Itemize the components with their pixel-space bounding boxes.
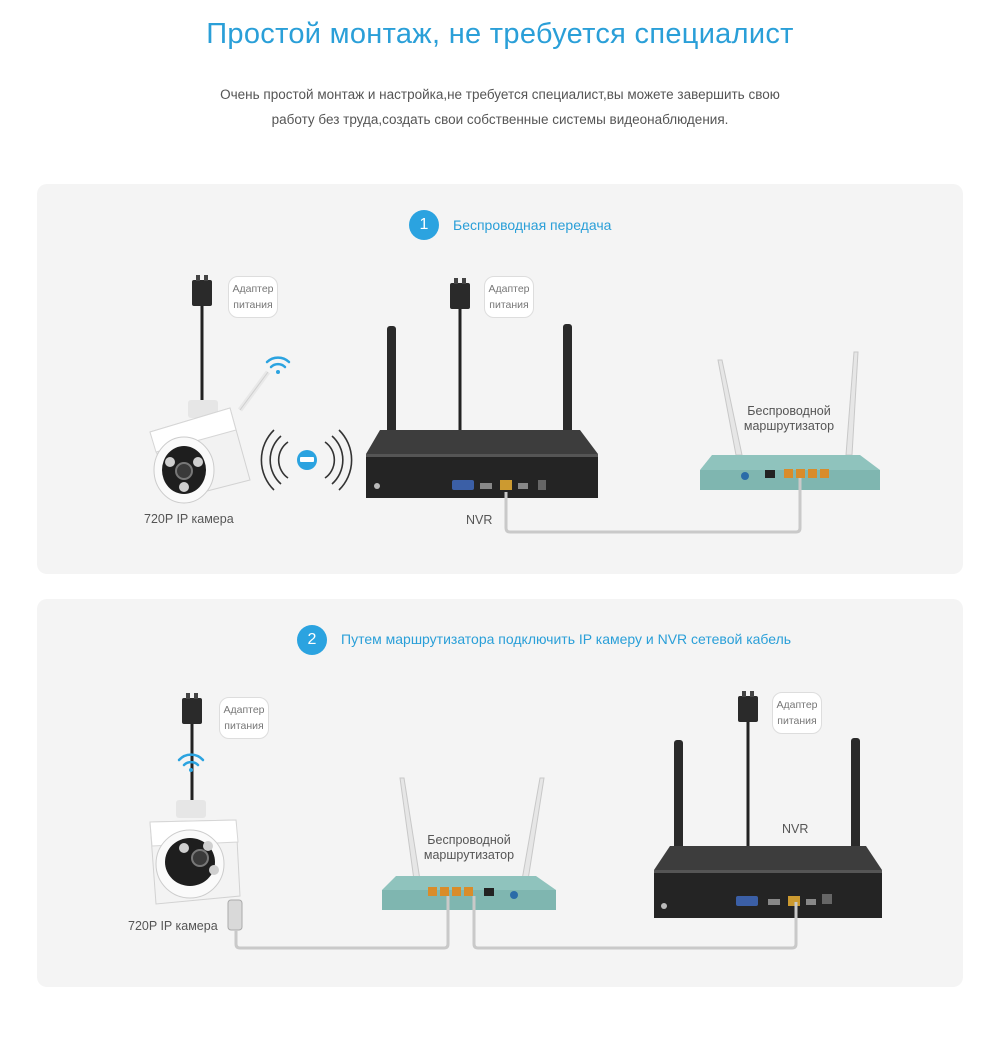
step1-camera-adapter-bubble: Адаптер питания	[228, 276, 278, 318]
step1-wifi-icon	[265, 356, 291, 374]
step1-nvr-label: NVR	[466, 513, 493, 527]
step2-camera-label: 720P IP камера	[128, 919, 218, 933]
adapter-label-line-2: питания	[233, 299, 273, 311]
step1-title: Беспроводная передача	[453, 217, 612, 233]
step2-nvr-cable	[472, 896, 798, 950]
step1-number-badge: 1	[409, 210, 439, 240]
adapter-label-line-2: питания	[489, 299, 529, 311]
step2-camera-cable	[234, 896, 450, 950]
adapter-label-line-2: питания	[777, 715, 817, 727]
step2-nvr-icon	[654, 738, 882, 918]
step1-camera-adapter-icon	[192, 275, 212, 400]
step2-title: Путем маршрутизатора подключить IP камер…	[341, 631, 792, 647]
router-label-line-1: Беспроводной	[747, 404, 831, 418]
adapter-label-line-1: Адаптер	[776, 699, 818, 711]
step1-nvr-adapter-bubble: Адаптер питания	[484, 276, 534, 318]
adapter-label-line-2: питания	[224, 720, 264, 732]
step2-router-icon	[382, 777, 556, 910]
step1-radio-waves-icon	[260, 429, 353, 491]
subtitle-line-1: Очень простой монтаж и настройка,не треб…	[220, 87, 780, 102]
subtitle-line-2: работу без труда,создать свои собственны…	[271, 112, 729, 127]
step1-network-cable	[504, 478, 802, 534]
adapter-label-line-1: Адаптер	[488, 283, 530, 295]
router-label-line-2: маршрутизатор	[743, 419, 835, 433]
step2-number-badge: 2	[297, 625, 327, 655]
page-subtitle: Очень простой монтаж и настройка,не треб…	[170, 82, 830, 132]
step1-camera-icon	[149, 370, 271, 504]
step2-camera-adapter-bubble: Адаптер питания	[219, 697, 269, 739]
step1-nvr-adapter-icon	[450, 278, 470, 432]
step1-nvr-icon	[366, 324, 598, 498]
adapter-label-line-1: Адаптер	[223, 704, 265, 716]
step2-camera-icon	[149, 800, 243, 931]
router-label-line-2: маршрутизатор	[423, 848, 515, 862]
step1-router-icon	[700, 351, 880, 490]
step2-nvr-adapter-icon	[738, 691, 758, 846]
step2-nvr-adapter-bubble: Адаптер питания	[772, 692, 822, 734]
page-title: Простой монтаж, не требуется специалист	[206, 18, 794, 50]
adapter-label-line-1: Адаптер	[232, 283, 274, 295]
router-label-line-1: Беспроводной	[427, 833, 511, 847]
step2-wifi-icon	[177, 753, 205, 772]
step2-router-label: Беспроводной маршрутизатор	[404, 833, 534, 863]
step1-panel	[37, 184, 963, 574]
step1-router-label: Беспроводной маршрутизатор	[724, 404, 854, 434]
step2-camera-adapter-icon	[182, 693, 202, 808]
step2-nvr-label: NVR	[782, 822, 809, 836]
step1-camera-label: 720P IP камера	[144, 512, 234, 526]
